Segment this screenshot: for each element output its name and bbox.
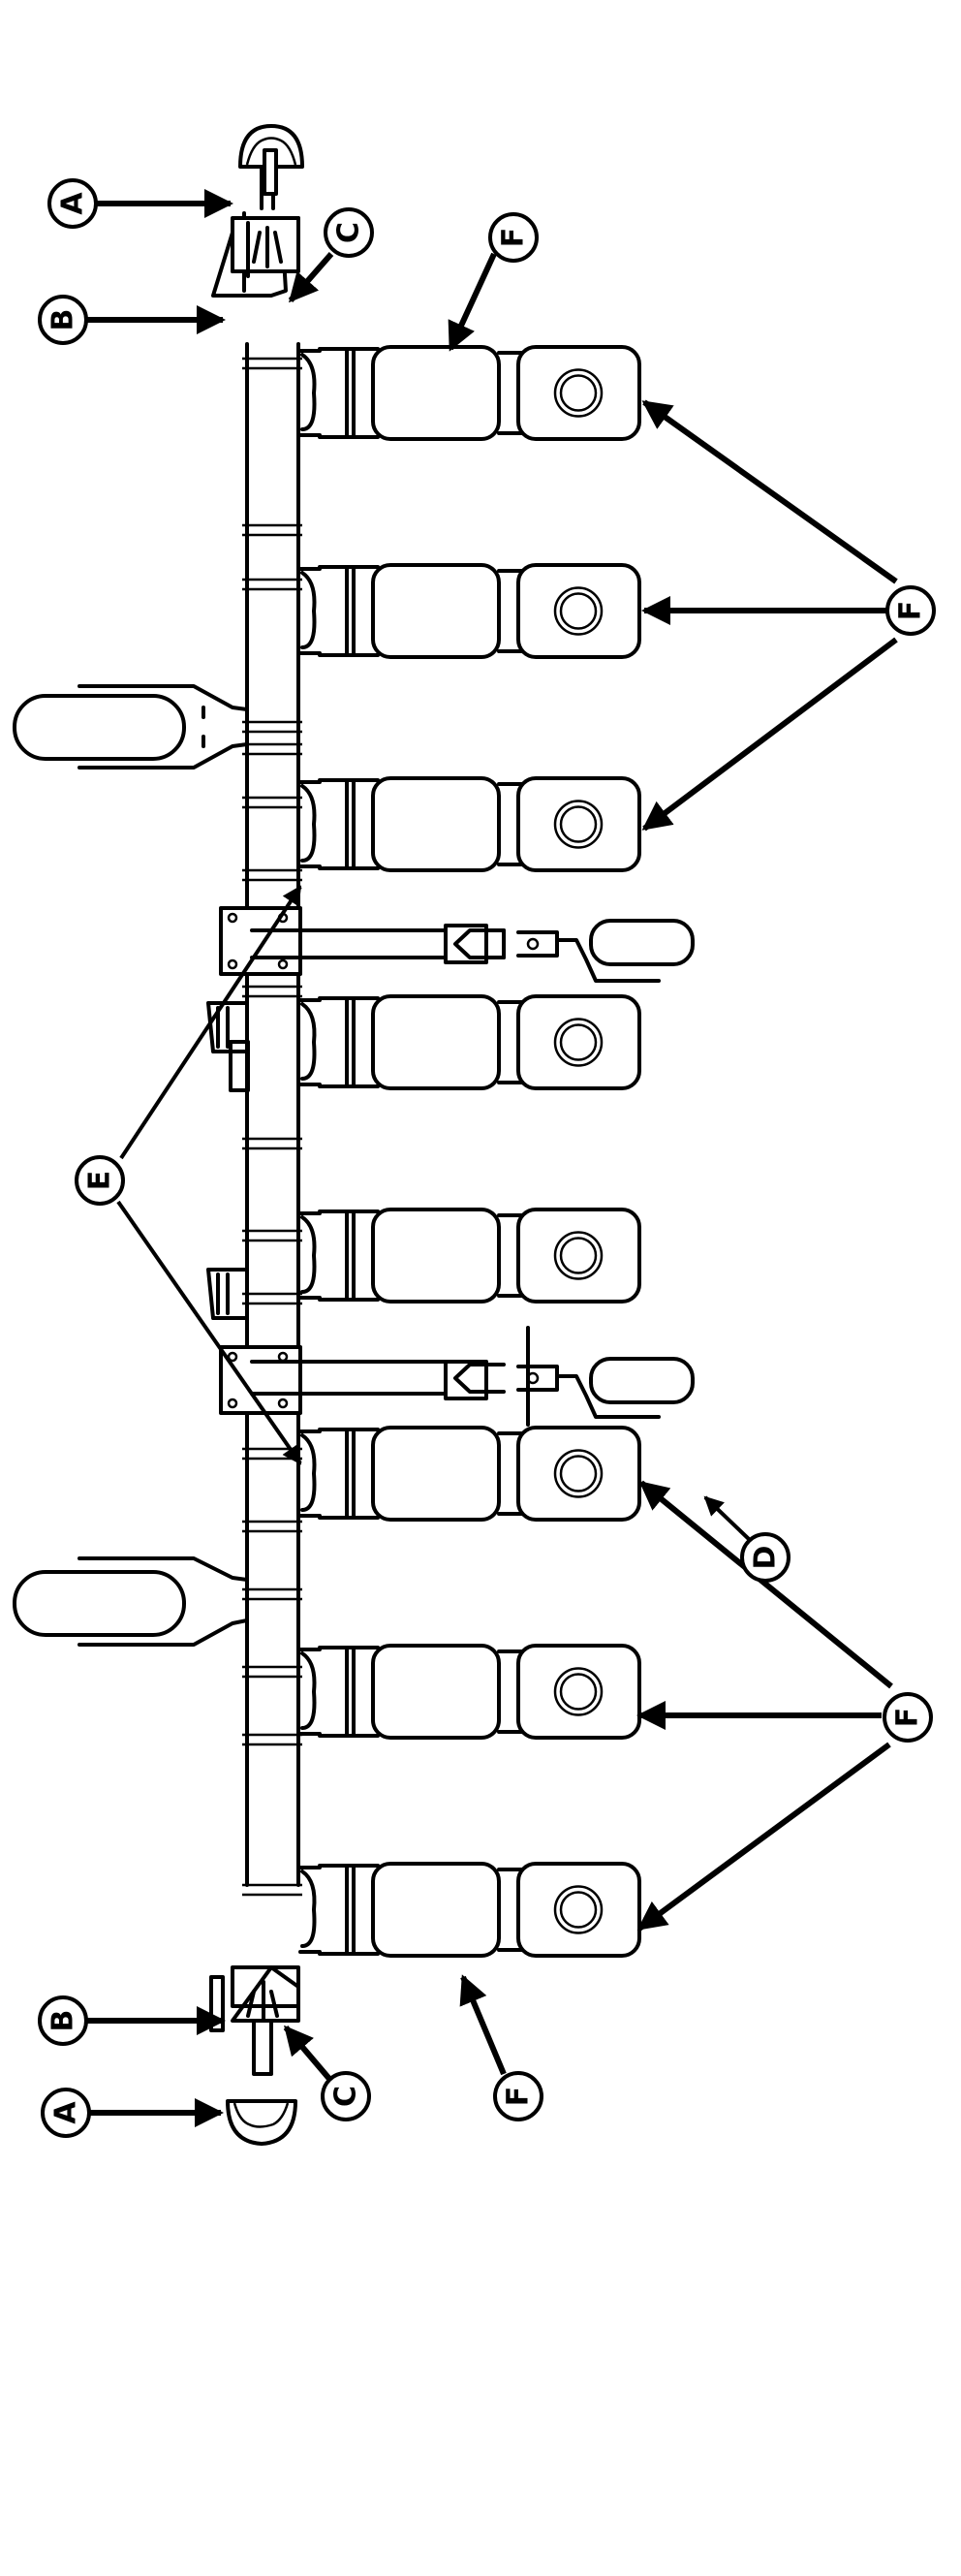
seed-hopper	[371, 1862, 501, 1958]
callout-f-right-lower: F	[883, 1692, 933, 1743]
seed-hopper	[371, 1644, 501, 1740]
callout-d: D	[740, 1532, 790, 1583]
seed-hopper	[371, 776, 501, 872]
closing-wheel-housing	[516, 345, 641, 441]
row-unit-5	[298, 1208, 641, 1304]
seed-hopper	[371, 345, 501, 441]
callout-letter: D	[749, 1546, 783, 1570]
closing-wheel-housing	[516, 1644, 641, 1740]
closing-wheel-housing	[516, 563, 641, 659]
callout-f-bottom: F	[493, 2071, 543, 2121]
row-unit-3	[298, 776, 641, 872]
closing-wheel-housing	[516, 994, 641, 1090]
callout-labels: A B C F A B C F F F D E	[38, 178, 936, 2138]
marker-arm-lower	[219, 1326, 695, 1427]
row-unit-7	[298, 1644, 641, 1740]
callout-b-bottom: B	[38, 1995, 88, 2046]
closing-wheel-housing	[516, 1208, 641, 1304]
gauge-wheel-lower	[13, 1556, 249, 1647]
toolbar-end-top	[211, 124, 304, 298]
row-unit-6	[298, 1426, 641, 1522]
toolbar-frame	[206, 342, 302, 1897]
callout-letter: F	[894, 601, 928, 621]
row-unit-8	[298, 1862, 641, 1958]
seed-hopper	[371, 563, 501, 659]
hand-knob-bottom	[226, 2099, 297, 2146]
row-unit-4	[298, 994, 641, 1090]
marker-disc-upper	[589, 919, 695, 966]
callout-f-right-upper: F	[885, 585, 936, 636]
closing-wheel-housing	[516, 1426, 641, 1522]
callout-letter: A	[56, 192, 90, 215]
toolbar-end-bottom	[209, 1965, 300, 2146]
row-unit-2	[298, 563, 641, 659]
callout-letter: A	[49, 2101, 83, 2124]
closing-wheel-housing	[516, 776, 641, 872]
closing-wheel-housing	[516, 1862, 641, 1958]
seed-hopper	[371, 1426, 501, 1522]
callout-c-top: C	[324, 207, 374, 258]
leader-lines	[85, 189, 898, 2127]
callout-letter: B	[46, 309, 80, 331]
callout-f-top: F	[488, 212, 539, 263]
seed-hopper	[371, 994, 501, 1090]
seed-hopper	[371, 1208, 501, 1304]
callout-letter: E	[83, 1171, 117, 1191]
callout-letter: C	[332, 222, 366, 243]
callout-letter: C	[329, 2086, 363, 2107]
callout-e: E	[75, 1155, 125, 1206]
callout-letter: F	[497, 228, 531, 248]
hand-knob-top	[238, 124, 304, 169]
callout-a-top: A	[47, 178, 98, 229]
marker-arm-upper	[219, 906, 695, 983]
row-unit-1	[298, 345, 641, 441]
callout-letter: B	[46, 2010, 80, 2032]
callout-b-top: B	[38, 295, 88, 345]
callout-letter: F	[891, 1708, 925, 1728]
row-units	[298, 345, 641, 1958]
callout-c-bottom: C	[321, 2071, 371, 2121]
callout-a-bottom: A	[41, 2088, 91, 2138]
callout-letter: F	[502, 2087, 536, 2107]
marker-disc-lower	[589, 1357, 695, 1404]
gauge-wheel-upper	[13, 684, 249, 770]
